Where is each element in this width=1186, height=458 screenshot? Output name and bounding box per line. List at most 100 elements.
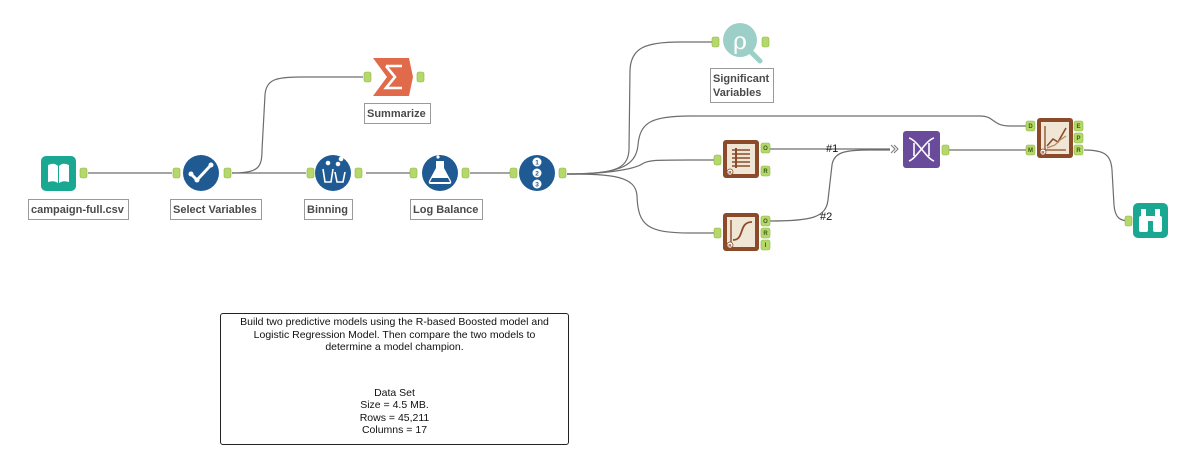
summarize-tool[interactable] xyxy=(363,58,425,96)
port-label: R xyxy=(763,169,768,175)
comment-line: determine a model champion. xyxy=(325,341,464,353)
multi-output-tool[interactable]: 1 2 3 xyxy=(509,155,567,191)
output-port[interactable] xyxy=(79,167,88,179)
port-label: O xyxy=(763,146,768,152)
input-port[interactable] xyxy=(409,167,418,179)
output-port[interactable] xyxy=(461,167,470,179)
dataset-columns: Columns = 17 xyxy=(361,424,428,436)
port-label: I xyxy=(765,243,767,249)
summarize-tool-label: Summarize xyxy=(364,103,431,124)
output-port-r[interactable]: R xyxy=(760,165,771,177)
book-icon xyxy=(48,163,69,183)
select-tool[interactable] xyxy=(172,155,232,191)
binning-tool[interactable] xyxy=(306,155,363,191)
input-port[interactable] xyxy=(1124,215,1133,227)
output-port-e[interactable]: E xyxy=(1073,120,1084,132)
wire-multi-significant xyxy=(566,41,712,175)
output-port-r[interactable]: R xyxy=(1073,144,1084,156)
union-tool[interactable] xyxy=(890,131,950,168)
comment-line: Build two predictive models using the R-… xyxy=(240,316,549,328)
port-label: R xyxy=(1076,148,1081,154)
wire-logistic-union xyxy=(769,149,890,222)
svg-text:R: R xyxy=(728,170,732,175)
significant-variables-tool-label: Significant Variables xyxy=(710,68,775,103)
input-port-d[interactable]: D xyxy=(1025,120,1036,132)
input-port[interactable] xyxy=(172,167,181,179)
input-tool-bg xyxy=(41,156,76,191)
input-tool-label: campaign-full.csv xyxy=(28,199,129,220)
select-tool-bg xyxy=(183,155,219,191)
boosted-model-icon: R xyxy=(726,144,755,176)
output-port[interactable] xyxy=(223,167,232,179)
input-port-m[interactable]: M xyxy=(1025,144,1036,156)
binning-tool-label: Binning xyxy=(304,199,353,220)
logistic-regression-icon: R xyxy=(726,217,755,249)
input-port[interactable] xyxy=(509,167,518,179)
port-label: R xyxy=(763,231,768,237)
output-port-o[interactable]: O xyxy=(760,215,771,227)
wire-multi-logistic xyxy=(566,173,714,234)
boosted-model-tool[interactable]: R O R xyxy=(713,140,771,178)
binoculars-icon xyxy=(1139,209,1162,232)
dna-icon xyxy=(908,137,935,162)
select-tool-label: Select Variables xyxy=(170,199,262,220)
comment-description: Build two predictive models using the R-… xyxy=(221,314,568,354)
input-port[interactable] xyxy=(711,36,720,48)
wire-multi-compare-d xyxy=(566,115,1026,175)
label-line: Variables xyxy=(713,87,762,99)
log-balance-tool[interactable] xyxy=(409,155,470,191)
port-label: E xyxy=(1076,124,1080,130)
svg-text:1: 1 xyxy=(535,160,539,167)
input-port[interactable] xyxy=(363,71,372,83)
connection-label-1: #1 xyxy=(826,143,839,155)
output-port[interactable] xyxy=(354,167,363,179)
logistic-regression-tool[interactable]: R O R I xyxy=(713,213,771,251)
input-port[interactable] xyxy=(713,227,722,239)
flask-icon xyxy=(428,155,452,184)
output-port-o[interactable]: O xyxy=(760,142,771,154)
connection-label-2: #2 xyxy=(820,211,833,223)
wire-multi-boosted xyxy=(566,159,714,175)
dataset-rows: Rows = 45,211 xyxy=(359,411,430,424)
output-port[interactable] xyxy=(761,36,770,48)
input-port[interactable] xyxy=(306,167,315,179)
port-label: M xyxy=(1028,148,1033,154)
svg-text:3: 3 xyxy=(535,182,539,189)
output-port-i[interactable]: I xyxy=(760,239,771,251)
output-port[interactable] xyxy=(558,167,567,179)
output-port-p[interactable]: P xyxy=(1073,132,1084,144)
wire-compare-browse xyxy=(1083,149,1132,222)
output-port[interactable] xyxy=(941,144,950,156)
label-line: Significant xyxy=(713,73,770,85)
model-comparison-icon: R xyxy=(1039,122,1069,156)
comment-line: Logistic Regression Model. Then compare … xyxy=(253,328,536,341)
bins-icon xyxy=(322,156,346,183)
port-label: P xyxy=(1076,136,1080,142)
port-label: D xyxy=(1028,124,1033,130)
svg-text:R: R xyxy=(1041,150,1045,155)
port-label: O xyxy=(763,219,768,225)
svg-text:ρ: ρ xyxy=(733,27,747,55)
multi-input-port[interactable] xyxy=(890,144,899,154)
comment-dataset-info: Data Set Size = 4.5 MB. Rows = 45,211 Co… xyxy=(221,387,568,437)
input-data-tool[interactable] xyxy=(41,156,88,191)
svg-text:2: 2 xyxy=(535,171,539,178)
wire-select-summarize xyxy=(231,76,363,174)
checkmark-icon xyxy=(188,162,214,183)
input-port[interactable] xyxy=(713,154,722,166)
browse-tool[interactable] xyxy=(1124,203,1168,238)
output-port[interactable] xyxy=(416,71,425,83)
connection-wires xyxy=(88,41,1132,234)
dataset-size: Size = 4.5 MB. xyxy=(360,399,429,411)
rho-search-icon: ρ xyxy=(723,23,763,64)
output-port-r[interactable]: R xyxy=(760,227,771,239)
significant-variables-tool[interactable]: ρ xyxy=(711,23,770,64)
model-comparison-tool[interactable]: D M R E P R xyxy=(1025,118,1084,158)
svg-text:R: R xyxy=(728,243,732,248)
dataset-title: Data Set xyxy=(374,386,415,399)
comment-box[interactable]: Build two predictive models using the R-… xyxy=(220,313,569,445)
numbered-list-icon: 1 2 3 xyxy=(532,157,542,189)
sigma-icon xyxy=(373,58,413,96)
log-balance-tool-label: Log Balance xyxy=(410,199,484,220)
